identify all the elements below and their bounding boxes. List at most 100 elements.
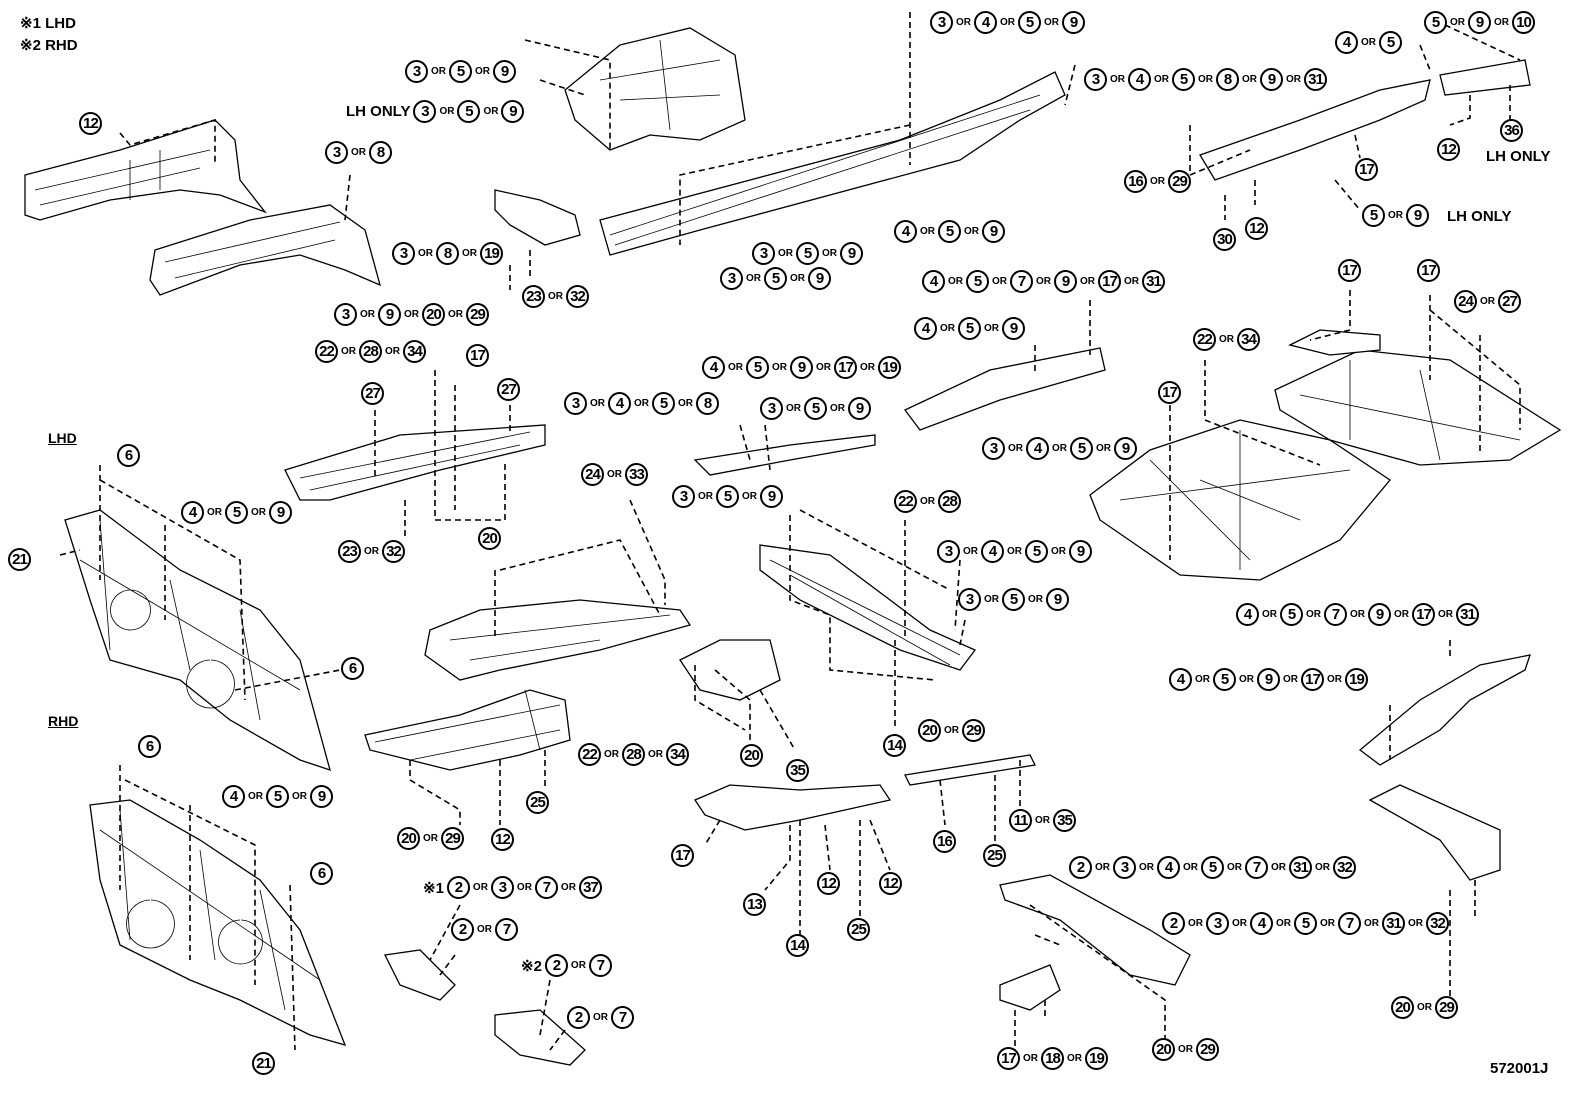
part-number-circle: 3 bbox=[325, 141, 348, 164]
or-separator: OR bbox=[1035, 815, 1050, 826]
part-number-circle: 2 bbox=[446, 876, 470, 899]
or-separator: OR bbox=[292, 791, 307, 802]
part-number-circle: 28 bbox=[938, 490, 961, 513]
part-number-circle: 29 bbox=[1196, 1038, 1219, 1061]
rear-floor-member-small bbox=[1288, 329, 1381, 356]
or-separator: OR bbox=[746, 273, 761, 284]
part-number-circle: 7 bbox=[588, 954, 612, 977]
or-separator: OR bbox=[423, 833, 438, 844]
callout-c44: 20 bbox=[478, 527, 501, 550]
part-number-circle: 31 bbox=[1456, 603, 1479, 626]
or-separator: OR bbox=[984, 594, 999, 605]
or-separator: OR bbox=[1008, 443, 1023, 454]
callout-c23: 17 bbox=[1338, 259, 1361, 282]
or-separator: OR bbox=[351, 147, 366, 158]
part-number-circle: 22 bbox=[1193, 328, 1216, 351]
or-separator: OR bbox=[560, 882, 576, 893]
part-number-circle: 21 bbox=[252, 1052, 275, 1075]
callout-c73: 25 bbox=[847, 918, 870, 941]
front-side-member-lower bbox=[149, 204, 381, 296]
part-number-circle: 8 bbox=[369, 141, 392, 164]
part-number-circle: 6 bbox=[310, 862, 333, 885]
part-number-circle: 27 bbox=[361, 382, 384, 405]
or-separator: OR bbox=[648, 749, 663, 760]
part-number-circle: 22 bbox=[315, 340, 338, 363]
rear-floor-side-rail bbox=[1199, 79, 1431, 181]
or-separator: OR bbox=[860, 362, 875, 373]
callout-c11: 17 bbox=[1355, 158, 1378, 181]
part-number-circle: 9 bbox=[840, 242, 863, 265]
part-number-circle: 5 bbox=[1424, 11, 1447, 34]
rocker-panel-long bbox=[599, 71, 1066, 256]
or-separator: OR bbox=[1198, 74, 1213, 85]
floor-reinforcement bbox=[904, 347, 1106, 431]
part-number-circle: 35 bbox=[786, 759, 809, 782]
part-number-circle: 19 bbox=[1085, 1047, 1108, 1070]
or-separator: OR bbox=[944, 725, 959, 736]
or-separator: OR bbox=[1364, 918, 1379, 929]
part-number-circle: 5 bbox=[652, 392, 675, 415]
part-number-circle: 7 bbox=[1338, 912, 1361, 935]
callout-c52: 20 bbox=[740, 744, 763, 767]
or-separator: OR bbox=[1239, 674, 1254, 685]
or-separator: OR bbox=[790, 273, 805, 284]
or-separator: OR bbox=[1242, 74, 1257, 85]
part-number-circle: 4 bbox=[981, 540, 1004, 563]
part-number-circle: 3 bbox=[490, 876, 514, 899]
part-number-circle: 9 bbox=[1468, 11, 1491, 34]
part-number-circle: 31 bbox=[1304, 68, 1327, 91]
or-separator: OR bbox=[1417, 1002, 1432, 1013]
part-number-circle: 11 bbox=[1009, 809, 1032, 832]
or-separator: OR bbox=[1480, 296, 1495, 307]
or-separator: OR bbox=[1361, 37, 1376, 48]
rear-crossmember-right bbox=[1368, 784, 1501, 881]
part-number-circle: 17 bbox=[1158, 381, 1181, 404]
part-number-circle: 22 bbox=[578, 743, 601, 766]
or-separator: OR bbox=[698, 491, 713, 502]
part-number-circle: 9 bbox=[790, 356, 813, 379]
or-separator: OR bbox=[948, 276, 963, 287]
callout-prefix: ※2 bbox=[521, 957, 542, 975]
part-number-circle: 34 bbox=[1237, 328, 1260, 351]
part-number-circle: 9 bbox=[1368, 603, 1391, 626]
callout-c55: 25 bbox=[526, 791, 549, 814]
part-number-circle: 4 bbox=[608, 392, 631, 415]
part-number-circle: 3 bbox=[1113, 856, 1136, 879]
seat-bracket bbox=[679, 639, 781, 701]
part-number-circle: 12 bbox=[1245, 217, 1268, 240]
or-separator: OR bbox=[1327, 674, 1342, 685]
part-number-circle: 3 bbox=[672, 485, 695, 508]
part-number-circle: 5 bbox=[1018, 11, 1041, 34]
part-number-circle: 17 bbox=[997, 1047, 1020, 1070]
part-number-circle: 5 bbox=[716, 485, 739, 508]
or-separator: OR bbox=[1232, 918, 1247, 929]
part-number-circle: 14 bbox=[786, 934, 809, 957]
callout-c27: 17 bbox=[466, 344, 489, 367]
part-number-circle: 19 bbox=[480, 242, 503, 265]
callout-c54: 6 bbox=[138, 735, 161, 758]
or-separator: OR bbox=[475, 66, 490, 77]
note-lh-only-5-9: LH ONLY bbox=[1447, 208, 1512, 225]
or-separator: OR bbox=[483, 106, 499, 117]
part-number-circle: 6 bbox=[117, 444, 140, 467]
part-number-circle: 9 bbox=[760, 485, 783, 508]
part-number-circle: 17 bbox=[1338, 259, 1361, 282]
part-number-circle: 4 bbox=[702, 356, 725, 379]
note-lh-only-36: LH ONLY bbox=[1486, 148, 1551, 165]
or-separator: OR bbox=[1388, 210, 1403, 221]
or-separator: OR bbox=[251, 507, 266, 518]
part-number-circle: 20 bbox=[1391, 996, 1414, 1019]
or-separator: OR bbox=[1188, 918, 1203, 929]
part-number-circle: 3 bbox=[334, 303, 357, 326]
